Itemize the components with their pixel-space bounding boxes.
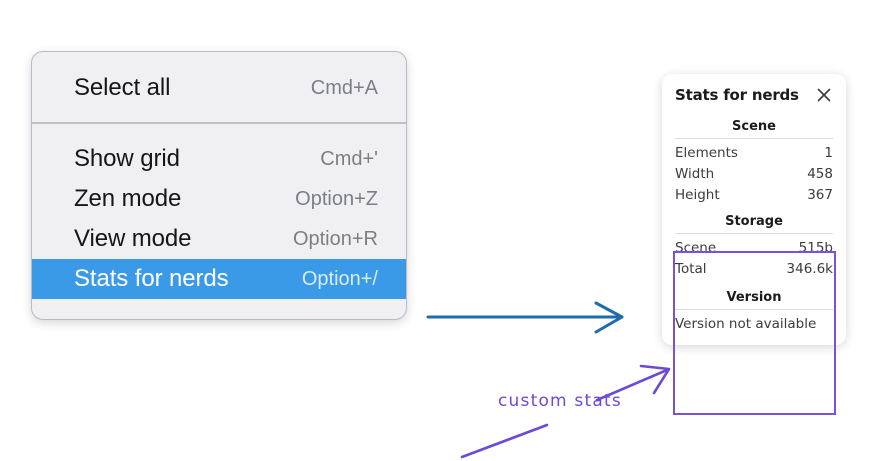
menu-item-label: Select all bbox=[74, 74, 171, 101]
purple-arrow-icon bbox=[595, 364, 671, 402]
stat-row: Total 346.6k bbox=[675, 258, 833, 279]
stat-value: 458 bbox=[807, 165, 833, 182]
menu-item-zen-mode[interactable]: Zen mode Option+Z bbox=[32, 179, 406, 219]
section-divider bbox=[675, 233, 833, 234]
section-scene: Scene Elements 1 Width 458 Height 367 bbox=[662, 116, 846, 205]
menu-item-shortcut: Cmd+A bbox=[310, 76, 378, 99]
menu-item-label: Zen mode bbox=[74, 185, 182, 212]
stat-row: Height 367 bbox=[675, 184, 833, 205]
blue-arrow-icon bbox=[426, 301, 624, 334]
context-menu[interactable]: Select all Cmd+A Show grid Cmd+' Zen mod… bbox=[31, 51, 407, 320]
close-icon[interactable] bbox=[815, 86, 833, 104]
stats-for-nerds-panel: Stats for nerds Scene Elements 1 Width 4… bbox=[662, 74, 846, 345]
panel-title: Stats for nerds bbox=[675, 86, 799, 104]
menu-item-shortcut: Option+Z bbox=[295, 187, 378, 210]
stat-key: Scene bbox=[675, 239, 717, 256]
stat-key: Height bbox=[675, 186, 720, 203]
stat-row: Elements 1 bbox=[675, 142, 833, 163]
section-version: Version Version not available bbox=[662, 287, 846, 333]
section-heading: Scene bbox=[732, 119, 776, 134]
handwritten-annotation-label: custom stats bbox=[498, 391, 622, 411]
panel-header: Stats for nerds bbox=[662, 86, 846, 104]
menu-item-label: Stats for nerds bbox=[74, 265, 229, 292]
stat-row: Scene 515b bbox=[675, 237, 833, 258]
stat-key: Total bbox=[675, 260, 707, 277]
menu-item-label: View mode bbox=[74, 225, 192, 252]
section-storage: Storage Scene 515b Total 346.6k bbox=[662, 211, 846, 279]
spacer bbox=[662, 279, 846, 287]
menu-item-stats-for-nerds[interactable]: Stats for nerds Option+/ bbox=[32, 259, 406, 299]
menu-item-label: Show grid bbox=[74, 145, 180, 172]
menu-item-shortcut: Option+/ bbox=[301, 267, 378, 290]
stat-key: Elements bbox=[675, 144, 738, 161]
menu-item-shortcut: Option+R bbox=[292, 227, 378, 250]
stat-value: 346.6k bbox=[786, 260, 833, 277]
purple-underline-stroke bbox=[460, 423, 549, 459]
stat-value: 1 bbox=[824, 144, 833, 161]
menu-item-shortcut: Cmd+' bbox=[320, 147, 378, 170]
menu-group-primary: Select all Cmd+A bbox=[32, 52, 406, 124]
menu-item-view-mode[interactable]: View mode Option+R bbox=[32, 219, 406, 259]
version-value: Version not available bbox=[675, 316, 817, 332]
stat-value: 367 bbox=[807, 186, 833, 203]
menu-group-view: Show grid Cmd+' Zen mode Option+Z View m… bbox=[32, 124, 406, 319]
section-divider bbox=[675, 309, 833, 310]
stat-row: Width 458 bbox=[675, 163, 833, 184]
stat-key: Width bbox=[675, 165, 715, 182]
custom-stats-group: Storage Scene 515b Total 346.6k Version … bbox=[662, 205, 846, 333]
section-divider bbox=[675, 138, 833, 139]
menu-item-select-all[interactable]: Select all Cmd+A bbox=[32, 68, 406, 108]
stat-value: 515b bbox=[798, 239, 833, 256]
menu-item-show-grid[interactable]: Show grid Cmd+' bbox=[32, 139, 406, 179]
section-heading: Version bbox=[726, 290, 782, 305]
section-heading: Storage bbox=[725, 214, 783, 229]
